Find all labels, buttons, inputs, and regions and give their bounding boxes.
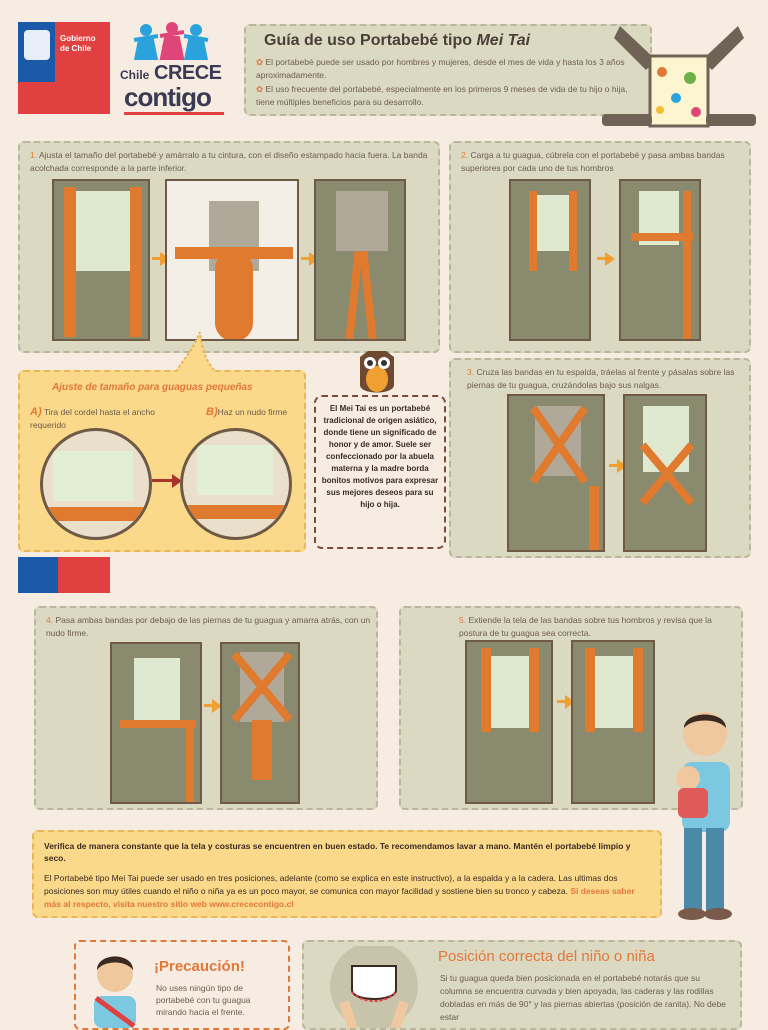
adjust-panel: Ajuste de tamaño para guaguas pequeñas A… xyxy=(18,370,306,552)
owl-note-text: El Mei Tai es un portabebé tradicional d… xyxy=(321,404,439,509)
step2-text: 2. Carga a tu guagua, cúbrela con el por… xyxy=(461,150,725,173)
website-link[interactable]: Si deseas saber más al respecto, visita … xyxy=(44,886,635,909)
step3-photo-a xyxy=(507,394,605,552)
caution-title: ¡Precaución! xyxy=(154,958,245,975)
intro-bullet-1: ✿ El portabebé puede ser usado por hombr… xyxy=(256,57,625,80)
notice-bold: Verifica de manera constante que la tela… xyxy=(44,841,631,863)
position-text: Si tu guagua queda bien posicionada en e… xyxy=(440,973,726,1022)
family-figures-icon xyxy=(133,22,209,60)
step2-photo-a xyxy=(509,179,591,341)
intro-bullet-2: ✿ El uso frecuente del portabebé, especi… xyxy=(256,84,628,107)
owl-note: El Mei Tai es un portabebé tradicional d… xyxy=(314,395,446,549)
mei-tai-carrier-illustration xyxy=(602,26,756,128)
position-panel: Posición correcta del niño o niña Si tu … xyxy=(302,940,742,1030)
step5-photo-a xyxy=(465,640,553,804)
coat-of-arms-icon xyxy=(24,30,50,60)
step1-text: 1. Ajusta el tamaño del portabebé y amár… xyxy=(30,150,428,173)
brand-contigo: contigo xyxy=(124,82,212,112)
brand-crece: CRECE xyxy=(154,62,222,84)
step2-photo-b xyxy=(619,179,701,341)
adjust-title: Ajuste de tamaño para guaguas pequeñas xyxy=(52,382,253,393)
gobierno-logo: Gobierno de Chile xyxy=(18,22,110,114)
adjust-step-a: A) Tira del cordel hasta el ancho requer… xyxy=(30,406,156,430)
gobierno-line1: Gobierno xyxy=(60,34,96,43)
step4-photo-a xyxy=(110,642,202,804)
adjust-step-b: B)Haz un nudo firme xyxy=(206,406,288,418)
step5-text: 5. Extiende la tela de las bandas sobre … xyxy=(459,615,712,638)
step1-photo-c xyxy=(314,179,406,341)
position-title: Posición correcta del niño o niña xyxy=(438,948,655,965)
caution-text: No uses ningún tipo de portabebé con tu … xyxy=(156,983,251,1017)
notice-body: El Portabebé tipo Mei Tai puede ser usad… xyxy=(44,873,635,909)
step1-panel: 1. Ajusta el tamaño del portabebé y amár… xyxy=(18,141,440,353)
parent-with-baby-icon xyxy=(94,956,136,1028)
step4-photo-b xyxy=(220,642,300,804)
step4-panel: 4. Pasa ambas bandas por debajo de las p… xyxy=(34,606,378,810)
step1-photo-b xyxy=(165,179,299,341)
owl-icon xyxy=(360,351,394,393)
adjust-photo-b xyxy=(180,428,292,540)
intro-panel: Guía de uso Portabebé tipo Mei Tai ✿ El … xyxy=(244,24,652,116)
adjust-photo-a xyxy=(40,428,152,540)
step1-photo-a xyxy=(52,179,150,341)
father-with-baby-illustration xyxy=(676,712,732,920)
caution-panel: ¡Precaución! No uses ningún tipo de port… xyxy=(74,940,290,1030)
step2-panel: 2. Carga a tu guagua, cúbrela con el por… xyxy=(449,141,751,353)
step5-photo-b xyxy=(571,640,655,804)
step3-text: 3. Cruza las bandas en tu espalda, tráel… xyxy=(467,367,735,390)
notice-panel: Verifica de manera constante que la tela… xyxy=(32,830,662,918)
chile-crece-contigo-logo: Chile CRECE contigo xyxy=(118,22,228,115)
flag-strip xyxy=(18,557,110,593)
gobierno-line2: de Chile xyxy=(60,44,92,53)
step3-photo-b xyxy=(623,394,707,552)
brand-chile: Chile xyxy=(120,68,150,82)
step3-panel: 3. Cruza las bandas en tu espalda, tráel… xyxy=(449,358,751,558)
step4-text: 4. Pasa ambas bandas por debajo de las p… xyxy=(46,615,371,638)
page-title: Guía de uso Portabebé tipo Mei Tai xyxy=(264,32,531,49)
baby-position-diagram xyxy=(330,946,418,1028)
